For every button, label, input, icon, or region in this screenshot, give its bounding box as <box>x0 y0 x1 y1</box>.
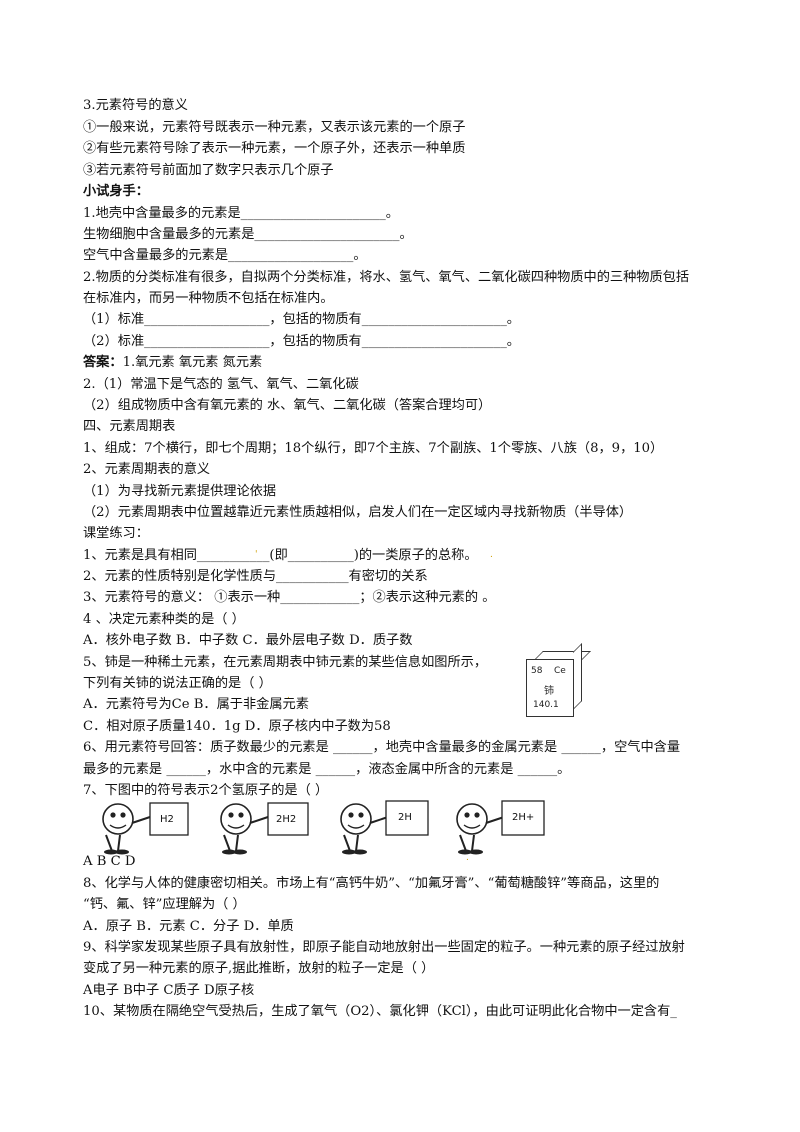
answer-line: 答案：1.氧元素 氧元素 氮元素 <box>83 354 262 372</box>
question-line: 最多的元素是 ______，水中含的元素是 ______，液态金属中所含的元素是… <box>83 762 571 777</box>
text-line: ②有些元素符号除了表示一种元素，一个原子外，还表示一种单质 <box>83 141 466 156</box>
text-line: 生物细胞中含量最多的元素是______________________。 <box>83 227 413 242</box>
question-line: 4 、决定元素种类的是（ ） <box>83 612 245 627</box>
figure-option-b: 2H2 <box>216 795 326 855</box>
card-label: 2H <box>398 812 412 823</box>
card-label: H2 <box>160 814 174 825</box>
question-line: 下列有关铈的说法正确的是（ ） <box>83 676 272 691</box>
cartoon-holding-card-icon <box>220 802 309 855</box>
atomic-mass: 140.1 <box>533 700 559 710</box>
option-line: A电子 B中子 C质子 D原子核 <box>83 983 255 998</box>
answer-label: 答案： <box>83 355 123 370</box>
text-line: 1、组成：7个横行，即七个周期；18个纵行，即7个主族、7个副族、1个零族、八族… <box>83 441 664 456</box>
tile-side-face <box>573 643 582 710</box>
figure-option-a: H2 <box>98 795 208 855</box>
text-line: （2）标准___________________，包括的物质有_________… <box>83 334 520 349</box>
text-line: （2）组成物质中含有氧元素的 水、氧气、二氧化碳（答案合理均可） <box>83 398 492 413</box>
stray-mark-icon: . <box>287 691 290 701</box>
text-line: （1）标准___________________，包括的物质有_________… <box>83 312 520 327</box>
question-line: 6、用元素符号回答：质子数最少的元素是 ______，地壳中含量最多的金属元素是… <box>83 740 681 755</box>
text-line: 2.（1）常温下是气态的 氢气、氧气、二氧化碳 <box>83 377 359 392</box>
text-line: ①一般来说，元素符号既表示一种元素，又表示该元素的一个原子 <box>83 120 466 135</box>
section-heading: 课堂练习： <box>83 526 149 541</box>
cartoon-holding-card-icon <box>102 802 189 855</box>
text-line: 2、元素周期表的意义 <box>83 462 211 477</box>
option-line: A．元素符号为Ce B．属于非金属元素 <box>83 697 309 712</box>
question-line: 8、化学与人体的健康密切相关。市场上有“高钙牛奶”、“加氟牙膏”、“葡萄糖酸锌”… <box>83 876 660 891</box>
text-line: ③若元素符号前面加了数字只表示几个原子 <box>83 163 334 178</box>
stray-mark-icon: . <box>466 853 469 863</box>
stray-mark-icon: . <box>490 550 493 560</box>
section-heading: 小试身手： <box>83 184 149 199</box>
option-line: C．相对原子质量140．1g D．原子核内中子数为58 <box>83 719 391 734</box>
question-line: 2、元素的性质特别是化学性质与___________有密切的关系 <box>83 569 428 584</box>
cerium-element-tile: 58 Ce 铈 140.1 <box>526 643 591 717</box>
question-line: “钙、氟、锌”应理解为（ ） <box>83 897 246 912</box>
cartoon-holding-card-icon <box>340 800 429 855</box>
option-line: A．原子 B．元素 C．分子 D．单质 <box>83 919 294 934</box>
card-label: 2H2 <box>276 814 297 825</box>
question-line: 1、元素是具有相同___________(即__________)的一类原子的总… <box>83 548 478 563</box>
figure-option-d: 2H+ <box>452 795 562 855</box>
text-line: （2）元素周期表中位置越靠近元素性质越相似，启发人们在一定区域内寻找新物质（半导… <box>83 505 633 520</box>
cartoon-holding-card-icon <box>456 800 545 855</box>
figure-option-labels: A B C D <box>83 854 136 869</box>
card-label: 2H+ <box>512 812 535 823</box>
question-line: 9、科学家发现某些原子具有放射性，即原子能自动地放射出一些固定的粒子。一种元素的… <box>83 940 685 955</box>
question-line: 变成了另一种元素的原子,据此推断，放射的粒子一定是（ ） <box>83 961 435 976</box>
text-line: 3.元素符号的意义 <box>83 98 188 113</box>
tile-front-face: 58 Ce 铈 140.1 <box>526 659 574 717</box>
element-symbol: Ce <box>554 666 566 676</box>
text-line: 空气中含量最多的元素是___________________。 <box>83 248 367 263</box>
section-heading: 四、元素周期表 <box>83 419 176 434</box>
text-line: （1）为寻找新元素提供理论依据 <box>83 484 277 499</box>
option-line: A．核外电子数 B．中子数 C．最外层电子数 D．质子数 <box>83 633 413 648</box>
atomic-number: 58 <box>531 666 543 676</box>
question-line: 3、元素符号的意义： ①表示一种____________；②表示这种元素的 。 <box>83 590 496 605</box>
question-line: 10、某物质在隔绝空气受热后，生成了氧气（O2）、氯化钾（KCl），由此可证明此… <box>83 1004 677 1019</box>
text-line: 2.物质的分类标准有很多，自拟两个分类标准，将水、氢气、氧气、二氧化碳四种物质中… <box>83 270 690 285</box>
text-line: 在标准内，而另一种物质不包括在标准内。 <box>83 291 334 306</box>
question-line: 5、铈是一种稀土元素，在元素周期表中铈元素的某些信息如图所示， <box>83 655 488 670</box>
question-line: 7、下图中的符号表示2个氢原子的是（ ） <box>83 783 329 798</box>
text-line: 1.地壳中含量最多的元素是______________________。 <box>83 206 399 221</box>
figure-option-c: 2H <box>336 795 446 855</box>
element-name: 铈 <box>544 686 554 697</box>
stray-mark-icon: ' <box>255 550 258 560</box>
answer-text: 1.氧元素 氧元素 氮元素 <box>122 355 263 370</box>
